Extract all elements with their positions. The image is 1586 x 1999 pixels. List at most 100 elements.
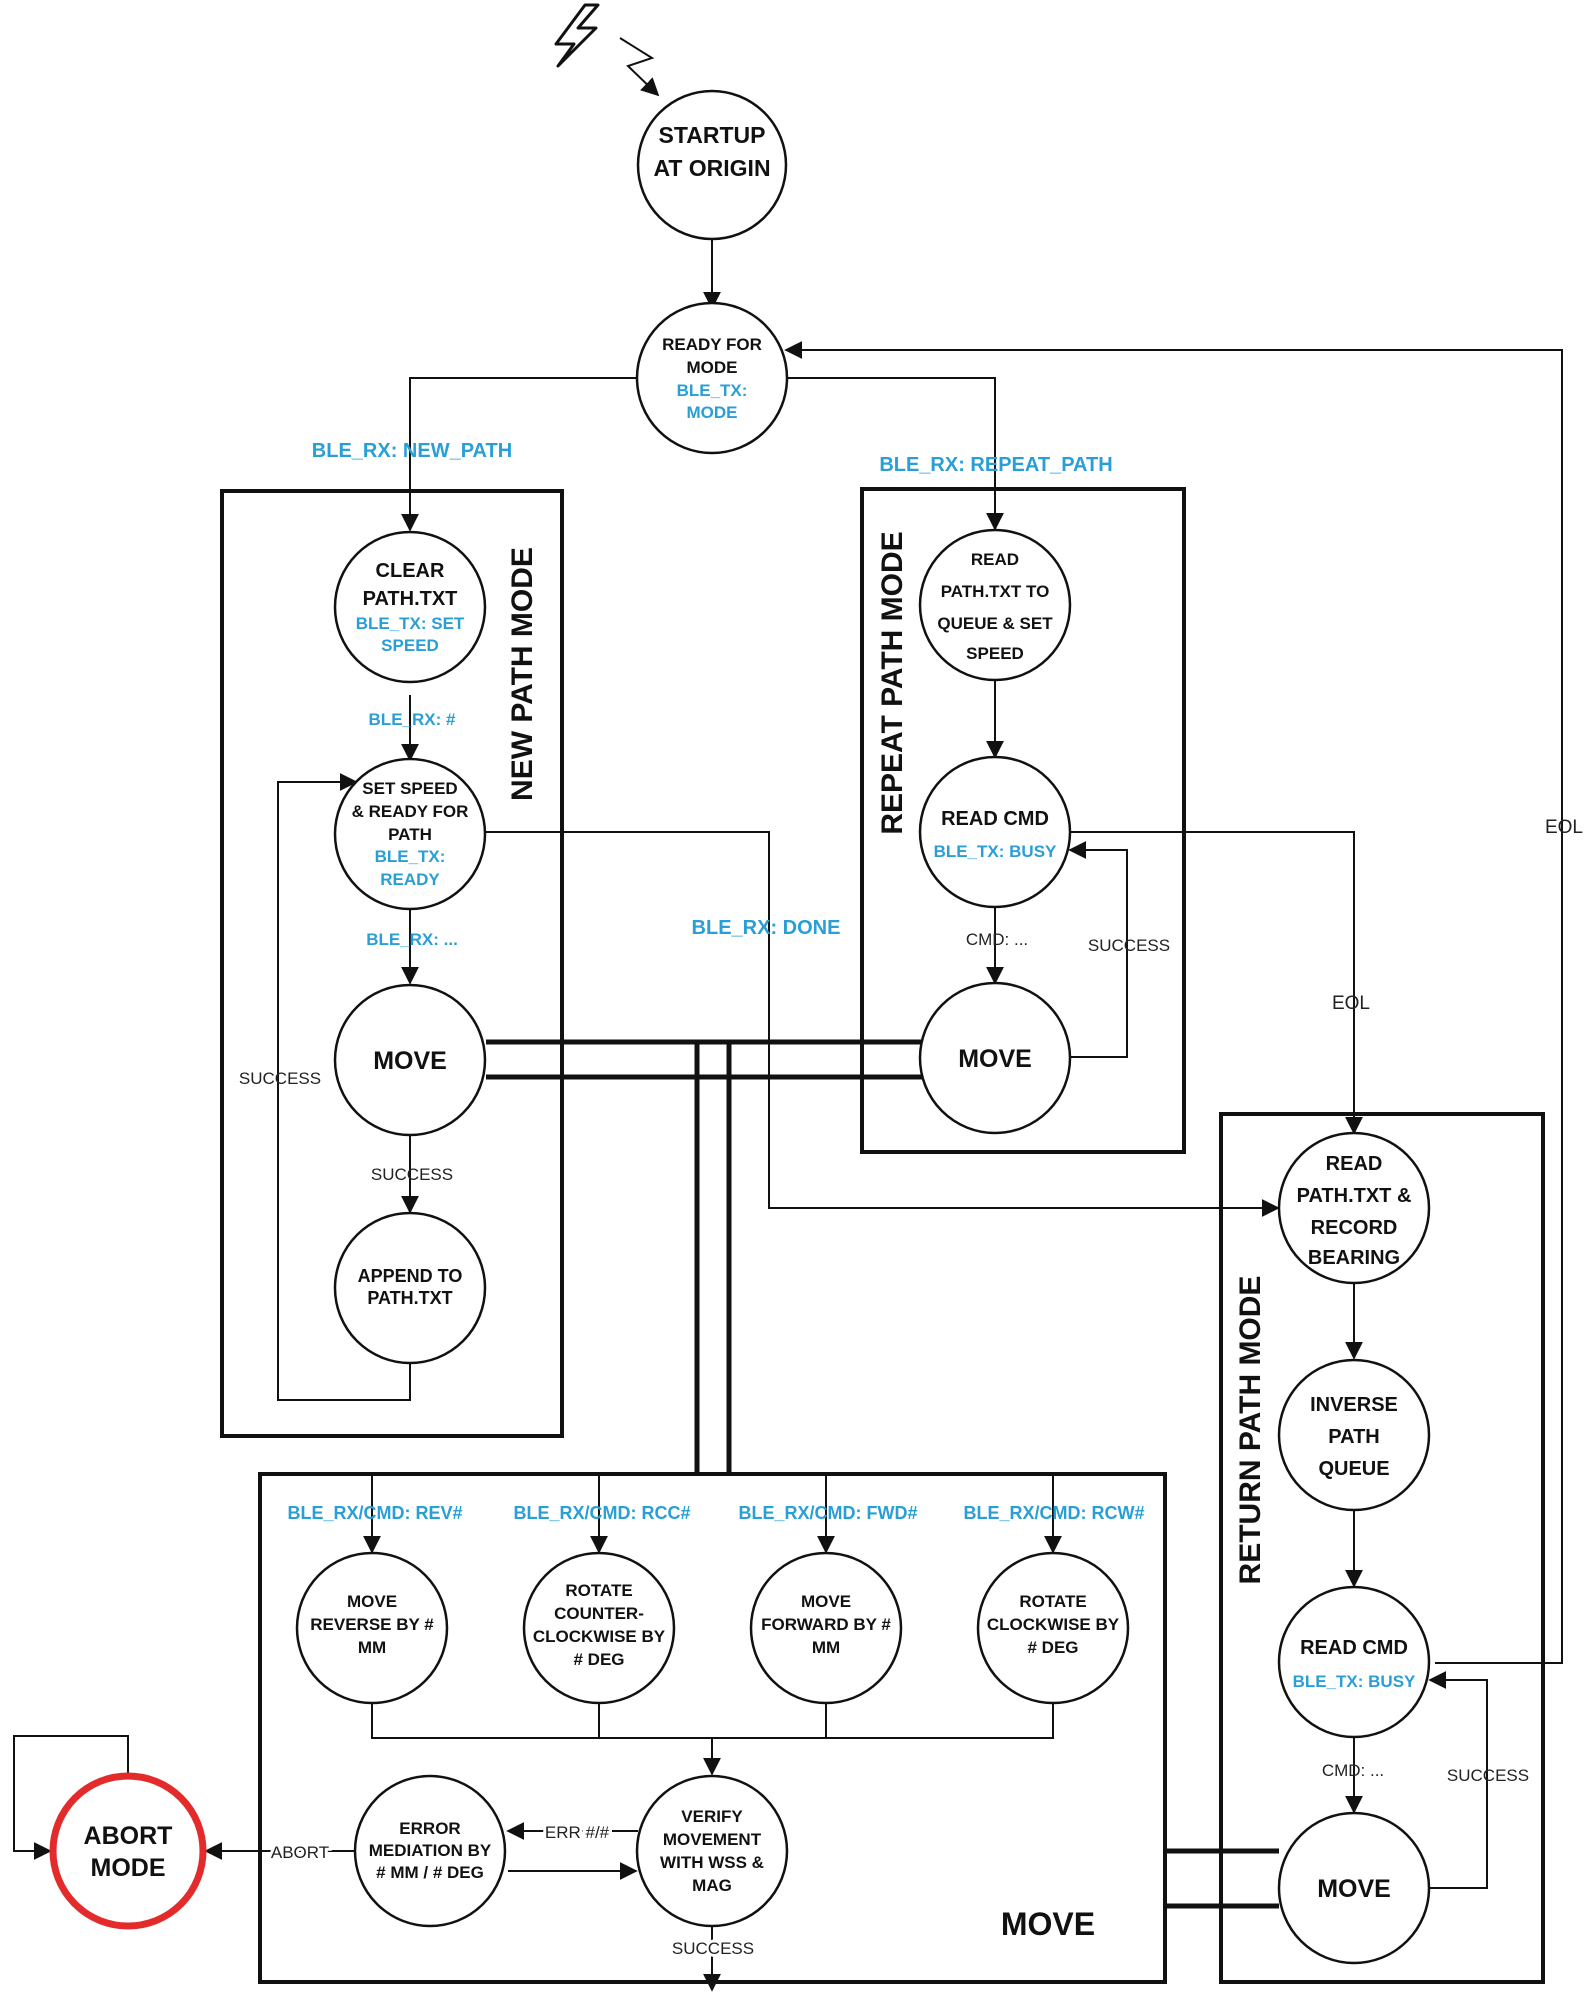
label-success-append: SUCCESS	[371, 1165, 453, 1184]
label-cmd-repeat: CMD: ...	[966, 930, 1028, 949]
svg-text:MODE: MODE	[687, 403, 738, 422]
label-rx-hash: BLE_RX: #	[369, 710, 456, 729]
svg-text:REVERSE BY #: REVERSE BY #	[310, 1615, 434, 1634]
svg-text:READ CMD: READ CMD	[941, 808, 1049, 830]
label-err: ERR #/#	[545, 1823, 610, 1842]
rotate-cw-node: ROTATE CLOCKWISE BY # DEG	[976, 1551, 1130, 1705]
svg-text:MODE: MODE	[91, 1854, 166, 1882]
label-abort: ABORT	[271, 1843, 329, 1862]
move-mode-title: MOVE	[1001, 1906, 1095, 1942]
move-return-node: MOVE	[1277, 1811, 1431, 1965]
svg-text:BLE_TX: BUSY: BLE_TX: BUSY	[1293, 1672, 1416, 1691]
svg-text:MM: MM	[812, 1638, 840, 1657]
label-done: BLE_RX: DONE	[692, 917, 841, 939]
svg-text:MM: MM	[358, 1638, 386, 1657]
ready-for-mode-node: READY FOR MODE BLE_TX: MODE	[635, 301, 789, 455]
clear-path-node: CLEAR PATH.TXT BLE_TX: SET SPEED	[333, 530, 487, 684]
move-forward-node: MOVE FORWARD BY # MM	[749, 1551, 903, 1705]
edge-eol-return	[784, 341, 1563, 1664]
svg-text:READ CMD: READ CMD	[1300, 1637, 1408, 1659]
label-eol-return: EOL	[1545, 817, 1583, 838]
svg-text:SET SPEED: SET SPEED	[362, 779, 457, 798]
return-path-mode-box	[1219, 1112, 1545, 1984]
edge-collect	[371, 1703, 1054, 1739]
svg-text:READY: READY	[380, 870, 440, 889]
svg-text:QUEUE & SET: QUEUE & SET	[937, 614, 1053, 633]
svg-text:CLOCKWISE BY: CLOCKWISE BY	[987, 1615, 1120, 1634]
svg-text:# DEG: # DEG	[1027, 1638, 1078, 1657]
new-path-mode-box	[220, 489, 564, 1438]
svg-text:COUNTER-: COUNTER-	[554, 1604, 644, 1623]
label-success-verify: SUCCESS	[672, 1939, 754, 1958]
verify-movement-node: VERIFY MOVEMENT WITH WSS & MAG	[635, 1774, 789, 1928]
label-rx-dots: BLE_RX: ...	[366, 930, 458, 949]
svg-text:FORWARD BY #: FORWARD BY #	[761, 1615, 891, 1634]
svg-text:MOVEMENT: MOVEMENT	[663, 1830, 762, 1849]
svg-text:BLE_TX: BUSY: BLE_TX: BUSY	[934, 842, 1057, 861]
label-eol-repeat: EOL	[1332, 993, 1370, 1014]
label-new-path: BLE_RX: NEW_PATH	[312, 440, 512, 462]
svg-text:# MM / # DEG: # MM / # DEG	[376, 1863, 484, 1882]
lightning-bolt-icon	[554, 3, 660, 97]
move-bus	[486, 1039, 1279, 1909]
svg-text:SPEED: SPEED	[381, 636, 439, 655]
svg-text:READ: READ	[1326, 1153, 1383, 1175]
set-speed-node: SET SPEED & READY FOR PATH BLE_TX: READY	[333, 757, 487, 911]
svg-text:MOVE: MOVE	[958, 1045, 1032, 1073]
edge-abort-loop	[13, 1735, 129, 1860]
svg-text:APPEND TO: APPEND TO	[358, 1266, 463, 1286]
svg-text:MOVE: MOVE	[801, 1592, 851, 1611]
svg-text:READY FOR: READY FOR	[662, 335, 762, 354]
label-repeat-path: BLE_RX: REPEAT_PATH	[879, 454, 1112, 476]
svg-text:CLEAR: CLEAR	[376, 560, 445, 582]
svg-text:VERIFY: VERIFY	[681, 1807, 743, 1826]
error-mediation-node: ERROR MEDIATION BY # MM / # DEG	[353, 1774, 507, 1928]
label-cmd-return: CMD: ...	[1322, 1761, 1384, 1780]
label-rcw: BLE_RX/CMD: RCW#	[963, 1503, 1144, 1523]
read-path-queue-node: READ PATH.TXT TO QUEUE & SET SPEED	[918, 528, 1072, 682]
svg-text:WITH WSS &: WITH WSS &	[660, 1853, 764, 1872]
svg-text:CLOCKWISE BY: CLOCKWISE BY	[533, 1627, 666, 1646]
label-rcc: BLE_RX/CMD: RCC#	[513, 1503, 690, 1523]
edge-new-path	[401, 377, 638, 532]
svg-text:ERROR: ERROR	[399, 1819, 460, 1838]
svg-text:MODE: MODE	[687, 358, 738, 377]
svg-text:MEDIATION BY: MEDIATION BY	[369, 1841, 492, 1860]
repeat-path-mode-title: REPEAT PATH MODE	[876, 531, 909, 834]
svg-text:BEARING: BEARING	[1308, 1247, 1400, 1269]
new-path-mode-title: NEW PATH MODE	[506, 547, 539, 801]
repeat-path-mode-box	[860, 487, 1186, 1154]
startup-node: STARTUP AT ORIGIN	[636, 89, 788, 241]
svg-text:PATH.TXT TO: PATH.TXT TO	[941, 582, 1050, 601]
abort-mode-node: ABORT MODE	[49, 1772, 207, 1930]
inverse-queue-node: INVERSE PATH QUEUE	[1277, 1358, 1431, 1512]
svg-text:QUEUE: QUEUE	[1318, 1458, 1389, 1480]
svg-text:BLE_TX:: BLE_TX:	[375, 847, 446, 866]
append-path-node: APPEND TO PATH.TXT	[333, 1211, 487, 1365]
svg-text:MOVE: MOVE	[347, 1592, 397, 1611]
svg-text:INVERSE: INVERSE	[1310, 1394, 1398, 1416]
label-fwd: BLE_RX/CMD: FWD#	[739, 1503, 918, 1523]
move-reverse-node: MOVE REVERSE BY # MM	[295, 1551, 449, 1705]
edge-move-return-success	[1428, 1671, 1488, 1889]
svg-text:PATH.TXT &: PATH.TXT &	[1297, 1185, 1412, 1207]
svg-text:STARTUP: STARTUP	[659, 122, 766, 148]
svg-text:SPEED: SPEED	[966, 644, 1024, 663]
label-success-return: SUCCESS	[1447, 1766, 1529, 1785]
edge-eol-repeat	[1070, 831, 1363, 1135]
edge-append-loop	[277, 773, 411, 1401]
svg-text:MOVE: MOVE	[1317, 1875, 1391, 1903]
edge-move-repeat-success	[1068, 841, 1128, 1058]
label-rev: BLE_RX/CMD: REV#	[287, 1503, 462, 1523]
read-cmd-return-node: READ CMD BLE_TX: BUSY	[1277, 1585, 1431, 1739]
svg-text:PATH: PATH	[388, 825, 432, 844]
read-bearing-node: READ PATH.TXT & RECORD BEARING	[1277, 1131, 1431, 1285]
svg-text:AT ORIGIN: AT ORIGIN	[653, 155, 770, 181]
label-success-new: SUCCESS	[239, 1069, 321, 1088]
svg-text:& READY FOR: & READY FOR	[352, 802, 469, 821]
svg-text:BLE_TX:: BLE_TX:	[677, 381, 748, 400]
rotate-ccw-node: ROTATE COUNTER- CLOCKWISE BY # DEG	[522, 1551, 676, 1705]
svg-text:BLE_TX: SET: BLE_TX: SET	[356, 614, 465, 633]
label-success-repeat: SUCCESS	[1088, 936, 1170, 955]
